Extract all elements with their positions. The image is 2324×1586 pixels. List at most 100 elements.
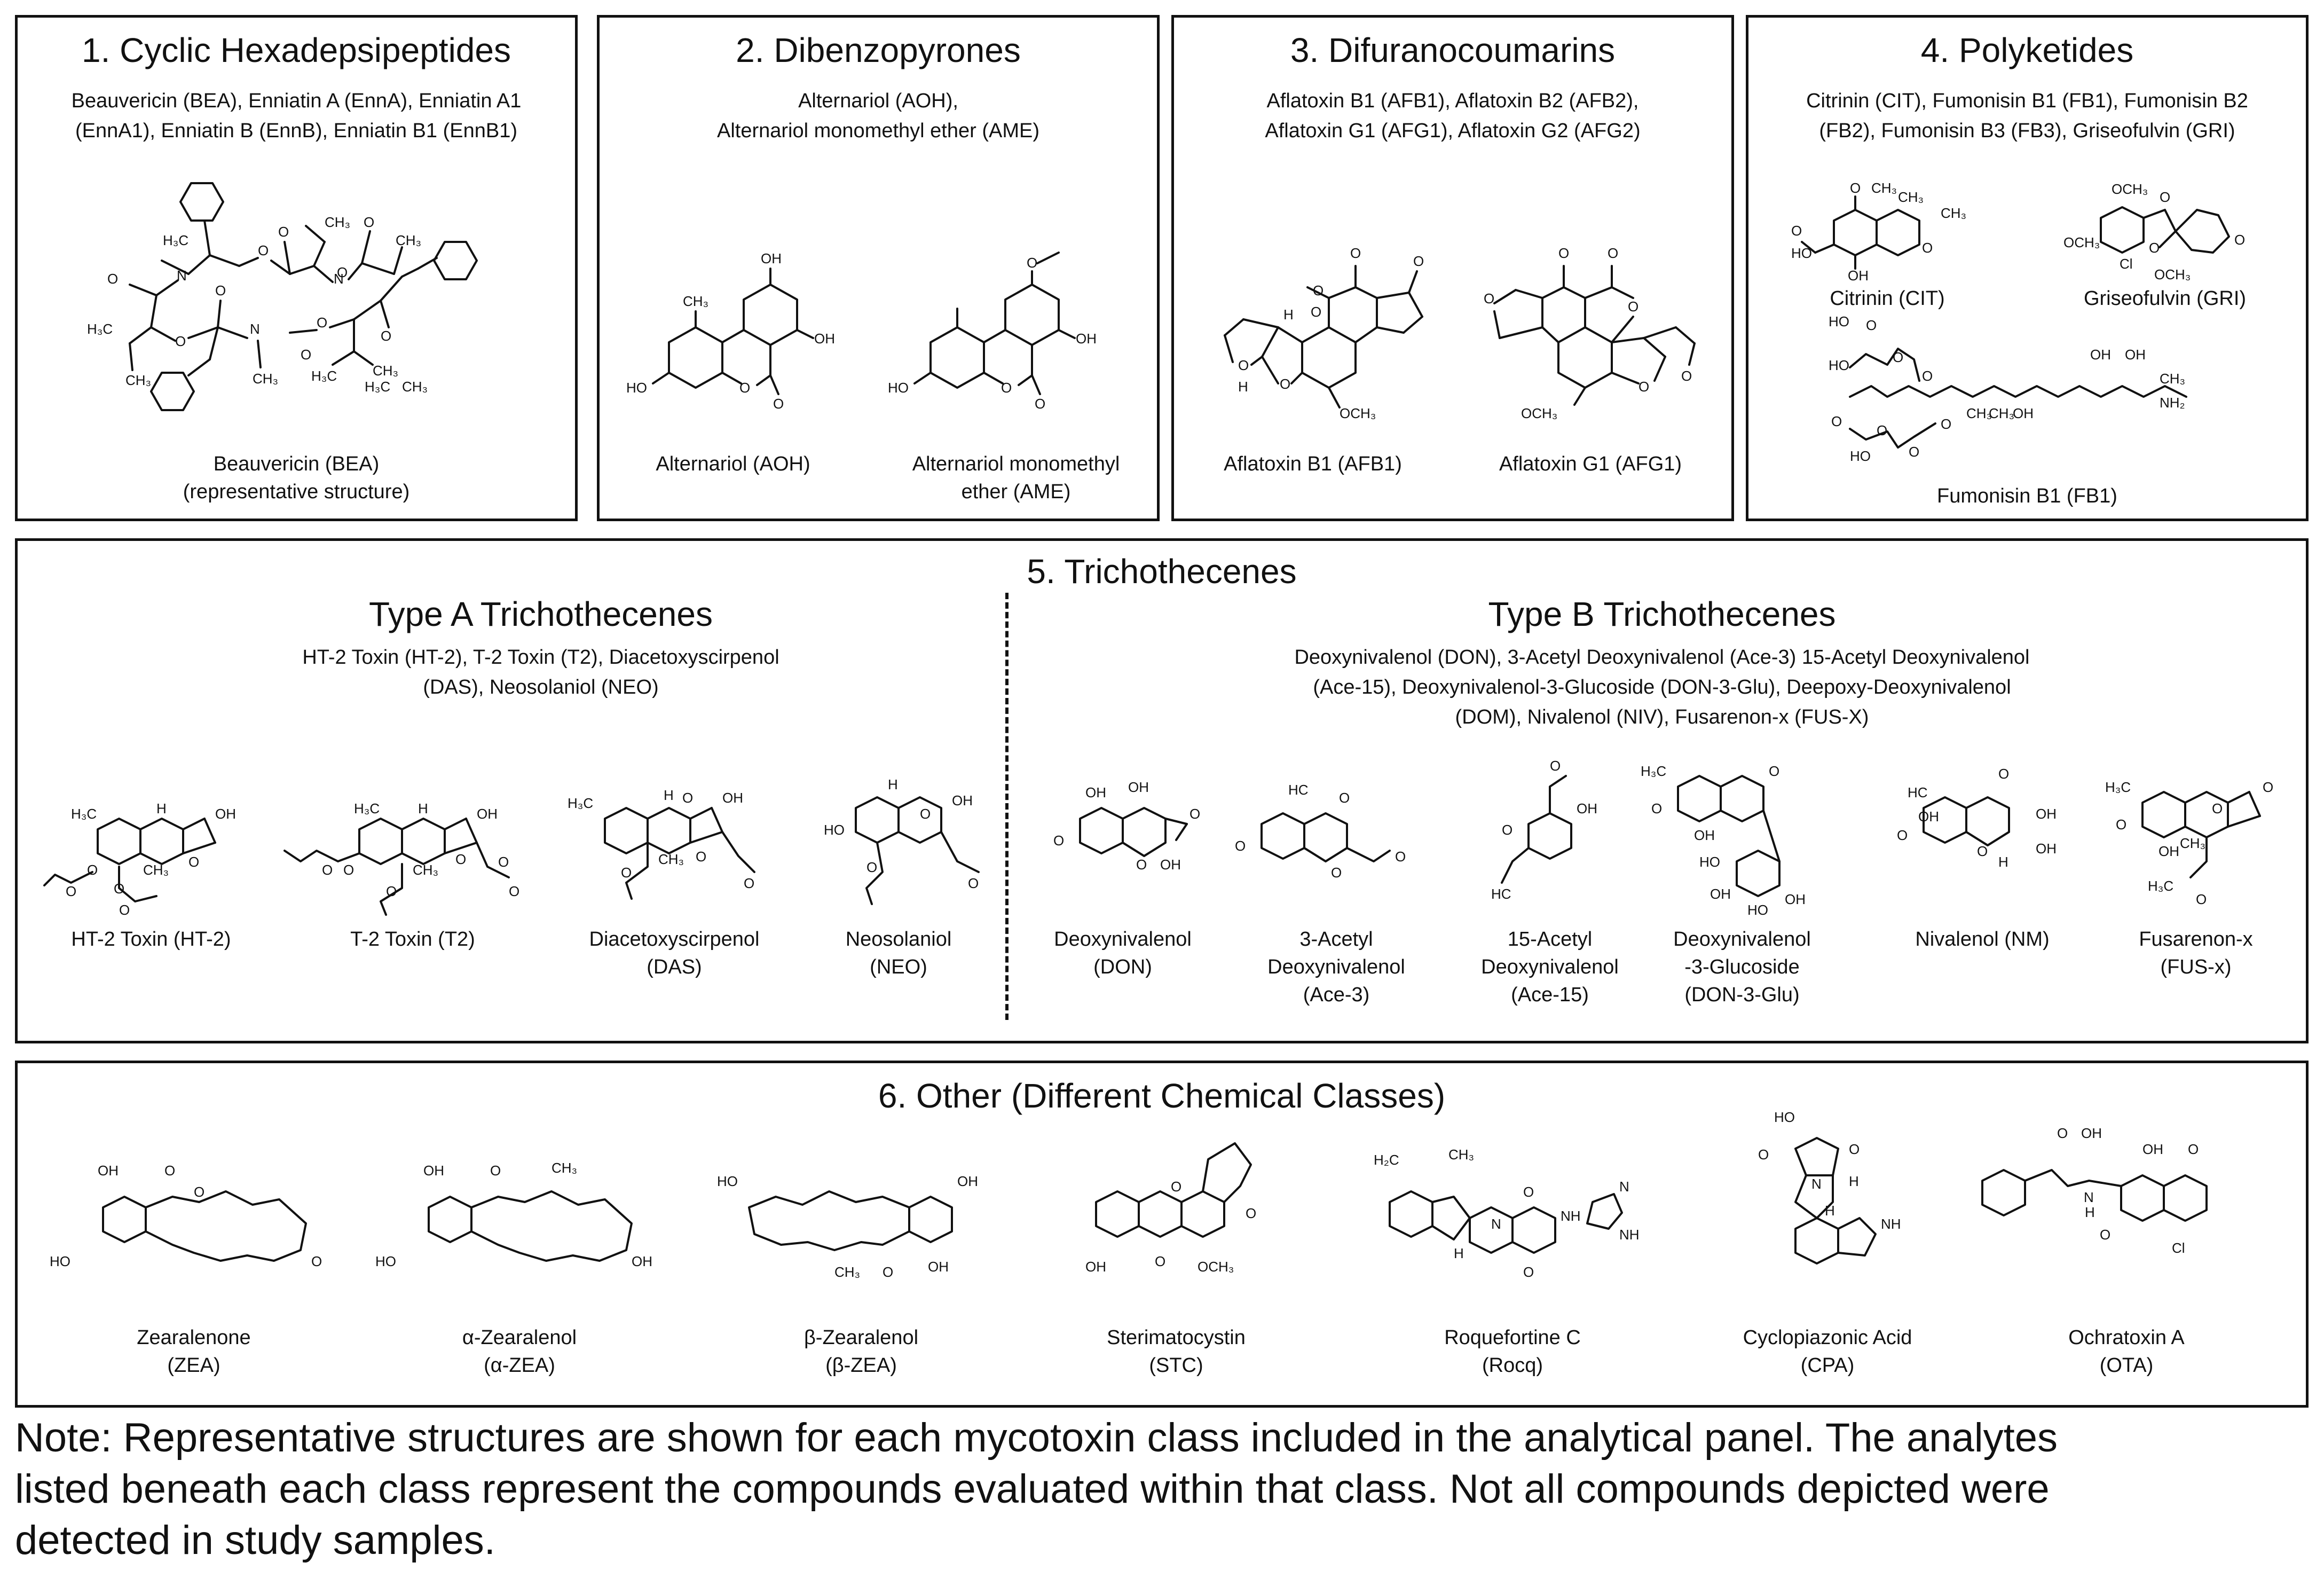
caption-line: Aflatoxin G1 (AFG1) — [1499, 453, 1682, 475]
caption-line: 3-Acetyl — [1299, 928, 1373, 951]
atom-label: CH₃ — [2180, 835, 2205, 851]
atom-label: H — [888, 776, 898, 792]
caption-line: -3-Glucoside — [1684, 956, 1800, 978]
compound-caption: α-Zearalenol (α-ZEA) — [365, 1324, 674, 1379]
atom-label: O — [1922, 368, 1933, 384]
aflatoxin-b1-structure: O O O O O H H OCH₃ O — [1224, 245, 1424, 421]
atom-label: O — [1155, 1253, 1165, 1269]
atom-label: OH — [952, 792, 973, 808]
atom-label: OH — [1128, 779, 1149, 795]
caption-line: Aflatoxin B1 (AFB1) — [1224, 453, 1402, 475]
atom-label: HO — [1747, 902, 1768, 918]
atom-label: O — [1136, 857, 1147, 873]
atom-label: O — [1053, 833, 1064, 849]
atom-label: OH — [1694, 827, 1715, 843]
atom-label: O — [1313, 282, 1324, 299]
atom-label: O — [1791, 223, 1802, 239]
cpa-structure: HO O O N H H NH — [1758, 1109, 1901, 1265]
atom-label: O — [1280, 376, 1290, 392]
atom-label: HC — [1491, 886, 1511, 902]
atom-label: H — [664, 787, 674, 803]
atom-label: OH — [2158, 843, 2179, 859]
atom-label: O — [1831, 413, 1842, 429]
atom-label: HO — [1829, 313, 1849, 329]
atom-label: H — [1454, 1245, 1464, 1261]
atom-label: CH₃ — [143, 862, 169, 878]
type-divider — [1005, 593, 1009, 1020]
atom-label: OCH₃ — [2112, 181, 2148, 197]
atom-label: O — [2212, 800, 2223, 816]
caption-line: (β-ZEA) — [825, 1354, 897, 1377]
atom-label: O — [682, 790, 693, 806]
atom-label: OH — [477, 806, 498, 822]
atom-label: O — [107, 271, 118, 287]
caption-line: T-2 Toxin (T2) — [350, 928, 475, 951]
atom-label: O — [1502, 822, 1512, 838]
atom-label: OH — [423, 1163, 444, 1179]
fumonisin-b1-structure: HO O HO O O O OH OH CH₃ NH₂ CH₃ CH₃ OH O… — [1829, 313, 2187, 464]
atom-label: O — [2188, 1141, 2199, 1157]
atom-label: OCH₃ — [2154, 266, 2191, 282]
ame-structure: O OH HO O O — [888, 252, 1097, 412]
caption-line: Roquefortine C — [1444, 1326, 1581, 1349]
atom-label: O — [1350, 245, 1361, 261]
atom-label: N — [334, 271, 344, 287]
caption-line: (Ace-3) — [1303, 984, 1370, 1006]
atom-label: O — [455, 851, 466, 867]
caption-line: Sterimatocystin — [1107, 1326, 1246, 1349]
analyte-list: Alternariol (AOH), Alternariol monomethy… — [600, 86, 1157, 146]
caption-line: Deoxynivalenol — [1054, 928, 1192, 951]
atom-label: OH — [1710, 886, 1731, 902]
caption-line: Citrinin (CIT) — [1830, 287, 1945, 310]
caption-line: (OTA) — [2099, 1354, 2154, 1377]
atom-label: NH — [1881, 1216, 1901, 1232]
atom-label: CH₃ — [373, 363, 398, 379]
panel-difuranocoumarins: 3. Difuranocoumarins Aflatoxin B1 (AFB1)… — [1171, 15, 1734, 521]
atom-label: O — [364, 214, 374, 230]
caption-line: Cyclopiazonic Acid — [1743, 1326, 1912, 1349]
caption-line: ether (AME) — [961, 481, 1071, 503]
atom-label: H — [1238, 379, 1248, 395]
atom-label: H₃C — [1641, 763, 1666, 779]
caption-line: (STC) — [1149, 1354, 1203, 1377]
atom-label: OH — [215, 806, 236, 822]
atom-label: CH₃ — [2160, 371, 2185, 387]
ace15-structure: O OH O HC — [1491, 758, 1597, 902]
atom-label: O — [1628, 299, 1638, 315]
atom-label: HC — [1288, 782, 1309, 798]
atom-label: CH₃ — [834, 1264, 860, 1280]
atom-label: O — [1638, 379, 1649, 395]
atom-label: OH — [814, 331, 835, 347]
compound-caption: Alternariol monomethyl ether (AME) — [877, 450, 1155, 506]
caption-line: β-Zearalenol — [803, 1326, 919, 1349]
atom-label: H — [1283, 307, 1294, 323]
atom-label: O — [2116, 816, 2126, 833]
caption-line: (DAS) — [647, 956, 702, 978]
fusx-structure: H₃C O OH O CH₃ O H₃C O — [2105, 779, 2273, 907]
atom-label: O — [883, 1264, 893, 1280]
note-line: Note: Representative structures are show… — [15, 1415, 2058, 1461]
compound-caption: Diacetoxyscirpenol (DAS) — [557, 925, 792, 981]
atom-label: OH — [1577, 800, 1597, 816]
a-zearalenol-structure: OH O CH₃ HO OH — [375, 1160, 652, 1269]
atom-label: H₃C — [568, 795, 593, 811]
atom-label: O — [1998, 766, 2009, 782]
atom-label: H — [1998, 854, 2008, 870]
analyte-line: Beauvericin (BEA), Enniatin A (EnnA), En… — [71, 90, 522, 112]
atom-label: OH — [2090, 347, 2111, 363]
compound-caption: Aflatoxin B1 (AFB1) — [1185, 450, 1441, 478]
atom-label: O — [490, 1163, 501, 1179]
atom-label: OH — [1085, 1259, 1106, 1275]
atom-label: O — [1558, 245, 1569, 261]
analyte-list: HT-2 Toxin (HT-2), T-2 Toxin (T2), Diace… — [39, 642, 1043, 702]
atom-label: H — [1849, 1173, 1859, 1189]
analyte-line: Aflatoxin B1 (AFB1), Aflatoxin B2 (AFB2)… — [1266, 90, 1639, 112]
atom-label: O — [1550, 758, 1561, 774]
atom-label: CH₃ — [1966, 405, 1992, 421]
atom-label: O — [1395, 849, 1406, 865]
atom-label: O — [337, 264, 348, 280]
atom-label: H — [2085, 1204, 2095, 1220]
panel-title: 5. Trichothecenes — [1027, 552, 1297, 591]
caption-line: Deoxynivalenol — [1673, 928, 1811, 951]
atom-label: O — [215, 282, 226, 299]
